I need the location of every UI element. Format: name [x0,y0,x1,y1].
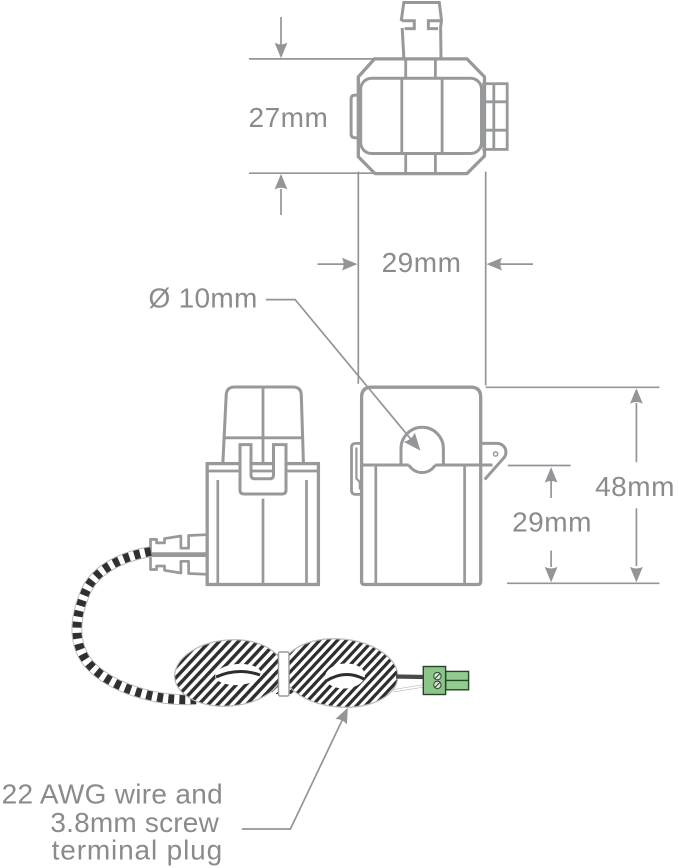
svg-text:terminal plug: terminal plug [52,834,223,865]
svg-text:29mm: 29mm [382,247,462,278]
svg-text:29mm: 29mm [512,507,592,538]
svg-text:Ø 10mm: Ø 10mm [149,283,258,314]
svg-text:48mm: 48mm [595,471,675,502]
svg-text:27mm: 27mm [249,102,329,133]
svg-text:3.8mm screw: 3.8mm screw [50,807,219,838]
svg-text:22 AWG wire and: 22 AWG wire and [2,779,223,810]
